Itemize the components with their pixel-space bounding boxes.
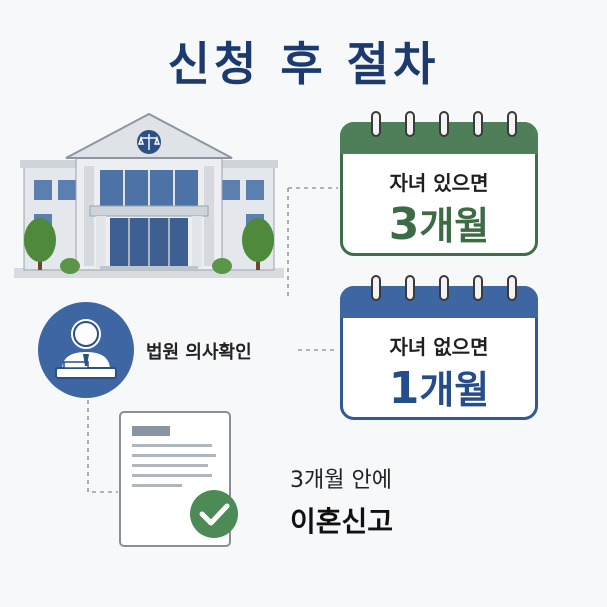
binder-ring xyxy=(371,111,381,137)
person-icon xyxy=(38,302,134,398)
checkmark-icon xyxy=(190,490,238,538)
period-number: 3 xyxy=(388,199,420,250)
binder-ring xyxy=(473,275,483,301)
report-deadline: 3개월 안에 xyxy=(290,468,392,493)
page-title: 신청 후 절차 xyxy=(167,37,440,91)
document-icon xyxy=(119,411,238,547)
condition-label: 자녀 있으면 xyxy=(389,171,489,195)
waiting-period: 1개월 xyxy=(343,359,535,414)
period-unit: 개월 xyxy=(419,204,490,248)
binder-ring xyxy=(507,111,517,137)
binder-ring xyxy=(439,275,449,301)
court-confirmation-label: 법원 의사확인 xyxy=(146,342,252,363)
calendar-with-children: 자녀 있으면 3개월 xyxy=(340,111,538,256)
period-unit: 개월 xyxy=(419,368,490,412)
binder-ring xyxy=(439,111,449,137)
period-number: 1 xyxy=(388,363,420,414)
binder-ring xyxy=(473,111,483,137)
binder-ring xyxy=(507,275,517,301)
binder-ring xyxy=(405,111,415,137)
waiting-period: 3개월 xyxy=(343,195,535,250)
binder-ring xyxy=(371,275,381,301)
condition-label: 자녀 없으면 xyxy=(389,335,489,359)
calendar-without-children: 자녀 없으면 1개월 xyxy=(340,275,538,420)
report-action: 이혼신고 xyxy=(290,505,394,538)
courthouse-icon xyxy=(14,112,284,278)
binder-ring xyxy=(405,275,415,301)
scales-icon xyxy=(138,134,160,150)
